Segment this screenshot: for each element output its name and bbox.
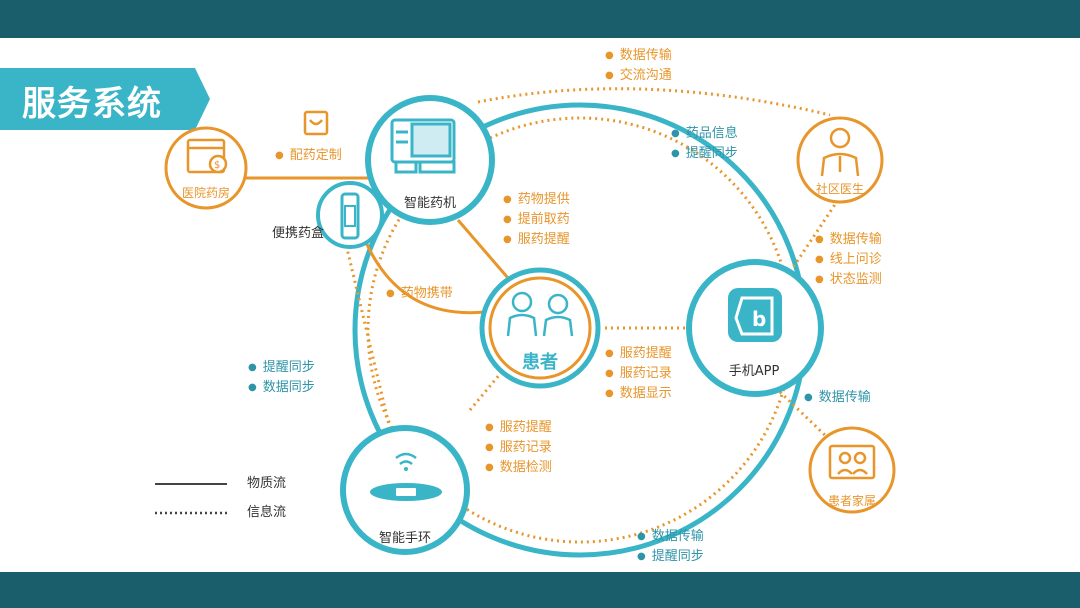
- carry-label: ●药物携带: [386, 286, 453, 301]
- doctor-icon: [820, 127, 860, 177]
- left-sync-list: ●提醒同步 ●数据同步: [248, 360, 315, 395]
- legend-info-flow: 信息流: [247, 505, 287, 520]
- top-banner: [0, 0, 1080, 38]
- custom-dispense-label: ●配药定制: [275, 148, 342, 163]
- app-logo-icon: b: [728, 288, 782, 342]
- svg-text:$: $: [214, 160, 220, 171]
- pharmacy-building-icon: $: [186, 138, 228, 174]
- app-to-family-label: ●数据传输: [804, 390, 871, 405]
- community-doctor-label: 社区医生: [815, 182, 865, 196]
- doctor-to-app-list: ●数据传输 ●线上问诊 ●状态监测: [815, 232, 882, 287]
- family-icon: [828, 444, 876, 480]
- vending-machine-icon: [390, 118, 456, 174]
- mobile-app-label: 手机APP: [728, 364, 780, 379]
- patient-label: 患者: [522, 352, 558, 373]
- elderly-couple-icon: [506, 291, 574, 337]
- page-title: 服务系统: [22, 84, 162, 124]
- hospital-pharmacy-label: 医院药房: [181, 186, 231, 200]
- bottom-banner: [0, 572, 1080, 608]
- pill-box-label: 便携药盒: [271, 226, 325, 241]
- bag-icon: [303, 110, 329, 136]
- family-label: 患者家属: [827, 494, 877, 508]
- bottom-flow-list: ●数据传输 ●提醒同步: [637, 529, 704, 564]
- legend-material-flow: 物质流: [247, 476, 287, 491]
- machine-to-app-list: ●药品信息 ●提醒同步: [671, 126, 738, 161]
- pill-box-icon: [340, 192, 360, 240]
- top-flow-list: ●数据传输 ●交流沟通: [605, 48, 672, 83]
- wristband-to-patient-list: ●服药提醒 ●服药记录 ●数据检测: [485, 420, 552, 475]
- title-tab: [0, 68, 210, 130]
- svg-text:b: b: [752, 307, 766, 331]
- wristband-label: 智能手环: [378, 531, 432, 546]
- patient-to-app-list: ●服药提醒 ●服药记录 ●数据显示: [605, 346, 672, 401]
- machine-to-patient-list: ●药物提供 ●提前取药 ●服药提醒: [503, 192, 570, 247]
- wristband-icon: [370, 452, 442, 501]
- pharmacy-machine-label: 智能药机: [403, 196, 457, 211]
